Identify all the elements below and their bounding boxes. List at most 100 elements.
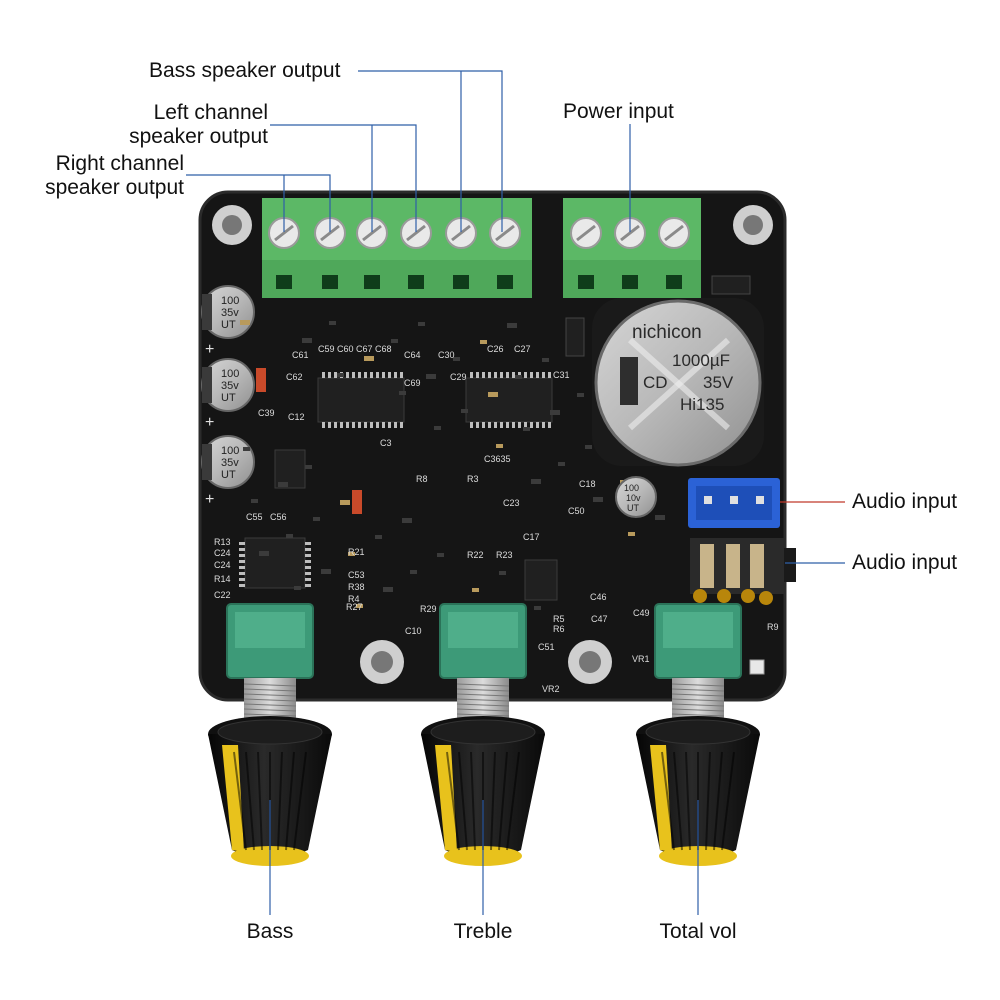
svg-text:C51: C51 <box>538 642 555 652</box>
label-bass: Bass <box>246 920 294 943</box>
svg-text:C50: C50 <box>568 506 585 516</box>
smd-part <box>534 606 541 610</box>
svg-text:C47: C47 <box>591 614 608 624</box>
terminal-screw <box>658 217 690 289</box>
smd-part <box>251 499 258 503</box>
svg-text:VR1: VR1 <box>632 654 650 664</box>
terminal-screw <box>400 217 432 289</box>
label-left-channel-line2: speaker output <box>129 125 268 148</box>
small-cap-text: 35v <box>221 307 239 319</box>
smd-part <box>259 551 269 556</box>
svg-text:C55: C55 <box>246 512 263 522</box>
svg-text:R23: R23 <box>496 550 513 560</box>
svg-text:C27: C27 <box>514 344 531 354</box>
svg-text:C61: C61 <box>292 350 309 360</box>
label-power-input: Power input <box>563 100 674 123</box>
main-cap-value: 1000µF <box>672 351 730 370</box>
power-led <box>749 659 765 675</box>
svg-text:R9: R9 <box>767 622 779 632</box>
polarity-mark: + <box>205 491 214 508</box>
svg-text:R8: R8 <box>416 474 428 484</box>
smd-part <box>391 339 398 343</box>
smd-part <box>302 338 312 343</box>
label-bass-speaker-output: Bass speaker output <box>149 59 341 82</box>
svg-text:C49: C49 <box>633 608 650 618</box>
svg-text:C24: C24 <box>214 560 231 570</box>
label-audio-input-jack: Audio input <box>852 551 958 574</box>
terminal-screw <box>614 217 646 289</box>
smd-part <box>399 391 406 395</box>
svg-text:C23: C23 <box>503 498 520 508</box>
smd-part <box>585 445 592 449</box>
svg-text:C12: C12 <box>288 412 305 422</box>
svg-text:R5: R5 <box>553 614 565 624</box>
smd-part <box>550 410 560 415</box>
smd-part <box>523 427 530 431</box>
svg-text:C69: C69 <box>404 378 421 388</box>
svg-text:R27: R27 <box>346 602 363 612</box>
smd-part <box>418 322 425 326</box>
svg-text:UT: UT <box>627 503 639 513</box>
svg-text:R3: R3 <box>467 474 479 484</box>
svg-text:C24: C24 <box>214 548 231 558</box>
terminal-screw <box>356 217 388 289</box>
svg-text:R22: R22 <box>467 550 484 560</box>
smd-part <box>496 444 503 448</box>
main-cap-series: Hi135 <box>680 395 724 414</box>
smd-part <box>499 571 506 575</box>
leader-lines <box>186 70 845 915</box>
polarity-mark: + <box>205 341 214 358</box>
svg-text:C59 C60 C67 C68: C59 C60 C67 C68 <box>318 344 392 354</box>
potentiometer-knob <box>636 603 760 866</box>
smd-part <box>461 409 468 413</box>
label-right-channel-line2: speaker output <box>45 176 184 199</box>
smd-part <box>577 393 584 397</box>
label-left-channel-output: Left channel speaker output <box>110 101 268 149</box>
smd-part <box>488 392 498 397</box>
smd-part <box>558 462 565 466</box>
smd-part <box>313 517 320 521</box>
mounting-holes <box>212 205 773 684</box>
svg-text:R14: R14 <box>214 574 231 584</box>
svg-text:R6: R6 <box>553 624 565 634</box>
smd-part <box>329 321 336 325</box>
svg-text:R4: R4 <box>348 594 360 604</box>
svg-text:C29: C29 <box>450 372 467 382</box>
svg-text:10v: 10v <box>626 493 641 503</box>
svg-text:C18: C18 <box>579 479 596 489</box>
ic-pins <box>239 320 665 610</box>
smd-part <box>364 356 374 361</box>
smd-part <box>243 447 250 451</box>
svg-text:VR2: VR2 <box>542 684 560 694</box>
main-capacitor: nichicon 1000µF CD 35V Hi135 <box>592 298 764 467</box>
diodes <box>256 275 751 514</box>
smd-part <box>472 588 479 592</box>
svg-text:C17: C17 <box>523 532 540 542</box>
power-input-terminal-block <box>563 198 701 298</box>
smd-part <box>375 535 382 539</box>
svg-text:100: 100 <box>624 483 639 493</box>
smd-part <box>348 552 355 556</box>
potentiometers <box>208 603 760 866</box>
svg-text:C53: C53 <box>348 570 365 580</box>
svg-text:C26: C26 <box>487 344 504 354</box>
smd-part <box>402 518 412 523</box>
smd-part <box>426 374 436 379</box>
svg-text:C3: C3 <box>380 438 392 448</box>
svg-text:C3635: C3635 <box>484 454 511 464</box>
amplifier-ics <box>244 377 558 601</box>
smd-part <box>305 465 312 469</box>
smd-part <box>542 358 549 362</box>
smd-part <box>278 482 288 487</box>
svg-text:C62: C62 <box>286 372 303 382</box>
label-total-vol: Total vol <box>659 920 737 943</box>
svg-text:R21: R21 <box>348 547 365 557</box>
label-right-channel-line1: Right channel <box>55 152 184 175</box>
smd-part <box>337 373 344 377</box>
small-cap-text: 100 <box>221 445 239 457</box>
main-cap-code: CD <box>643 373 668 392</box>
terminal-screw <box>489 217 521 289</box>
